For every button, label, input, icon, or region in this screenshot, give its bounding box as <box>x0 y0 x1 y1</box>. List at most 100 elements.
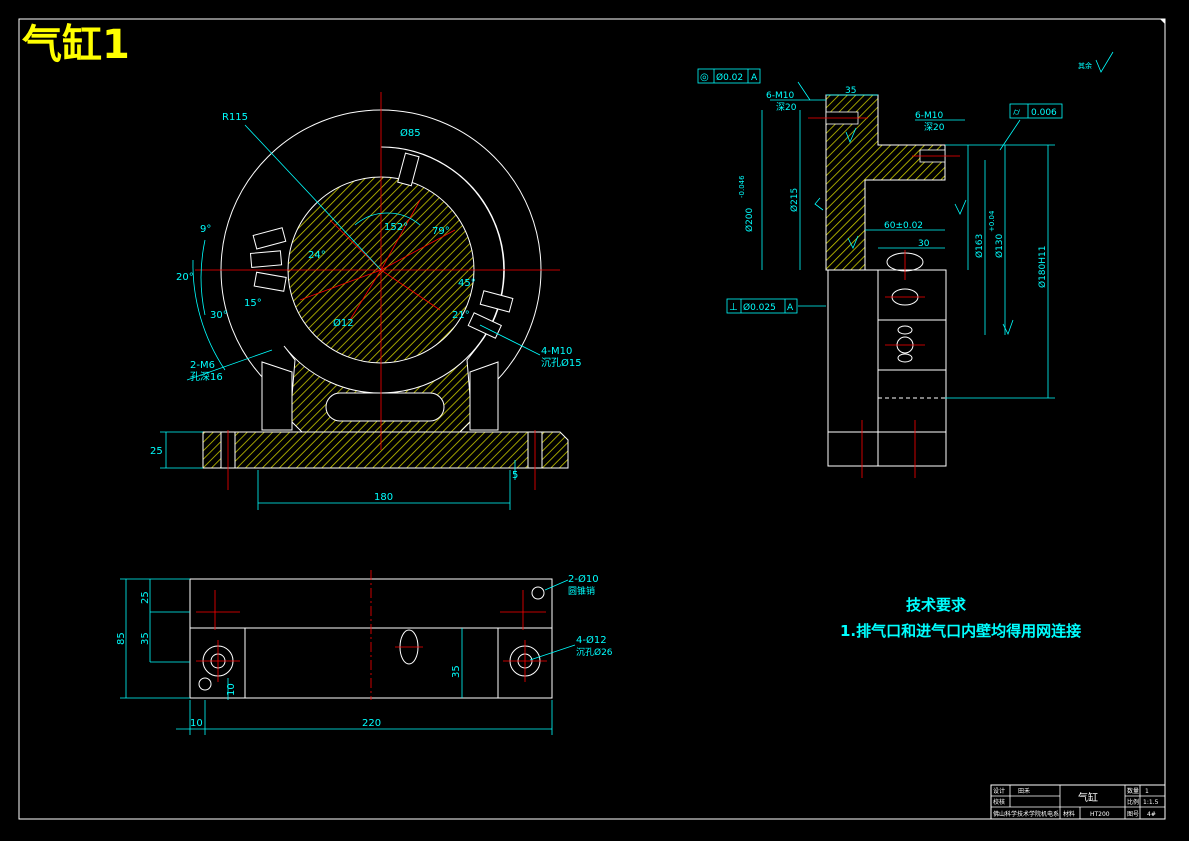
svg-text:35: 35 <box>845 86 856 96</box>
svg-text:220: 220 <box>362 718 381 729</box>
base-slot <box>325 392 445 422</box>
top-dim-text: 25 35 85 35 10 10 220 2-Ø10 圆锥销 4-Ø12 沉孔… <box>116 573 613 729</box>
tol-frame-top-left: ◎ Ø0.02 A <box>697 68 761 84</box>
svg-text:比例: 比例 <box>1127 798 1139 806</box>
svg-text:沉孔Ø26: 沉孔Ø26 <box>576 647 613 658</box>
side-centerlines <box>808 117 960 478</box>
label-m10: 4-M10 <box>541 346 572 357</box>
svg-text:60±0.02: 60±0.02 <box>884 221 923 231</box>
svg-text:0.006: 0.006 <box>1031 108 1057 118</box>
top-centerlines <box>196 570 547 700</box>
svg-text:85: 85 <box>116 632 127 645</box>
tol-frame-top-right: ⌭ 0.006 <box>1009 103 1063 119</box>
side-dim-text: 6-M10 深20 35 6-M10 深20 60±0.02 30 Ø200 -… <box>738 61 1092 288</box>
svg-text:田禾: 田禾 <box>1018 787 1030 795</box>
svg-text:HT200: HT200 <box>1090 811 1110 818</box>
svg-text:10: 10 <box>190 718 203 729</box>
svg-text:+0.04: +0.04 <box>988 210 996 232</box>
svg-text:Ø0.025: Ø0.025 <box>743 302 776 313</box>
notes-line1: 1.排气口和进气口内壁均得用网连接 <box>840 622 1081 640</box>
svg-text:1:1.5: 1:1.5 <box>1143 799 1159 806</box>
svg-text:Ø0.02: Ø0.02 <box>716 72 743 83</box>
svg-text:2-Ø10: 2-Ø10 <box>568 573 599 585</box>
label-a15: 15° <box>244 298 262 309</box>
svg-text:Ø215: Ø215 <box>789 188 800 212</box>
drawing-frame <box>18 18 1166 820</box>
svg-text:35: 35 <box>140 632 151 645</box>
svg-text:10: 10 <box>226 683 237 696</box>
label-a152: 152° <box>384 222 408 233</box>
svg-text:◎: ◎ <box>700 72 709 83</box>
label-m6: 2-M6 <box>190 360 215 371</box>
top-inner <box>244 627 499 699</box>
label-a9: 9° <box>200 224 211 235</box>
svg-text:6-M10: 6-M10 <box>766 91 794 101</box>
label-h25: 25 <box>150 446 163 457</box>
svg-text:35: 35 <box>451 665 462 678</box>
top-pin-right <box>531 586 545 600</box>
left-cutout <box>261 361 293 431</box>
label-w5: 5 <box>512 470 518 481</box>
side-hole-mid3 <box>897 353 913 363</box>
svg-text:-0.046: -0.046 <box>738 175 746 198</box>
label-a20: 20° <box>176 272 194 283</box>
svg-text:25: 25 <box>140 591 151 604</box>
tol-frame-mid: ⊥ Ø0.025 A <box>726 298 798 314</box>
svg-text:Ø163: Ø163 <box>974 234 985 258</box>
base-plate <box>202 431 569 469</box>
svg-text:校核: 校核 <box>993 798 1005 806</box>
svg-text:Ø130: Ø130 <box>994 233 1005 258</box>
front-dim-text: R115 Ø85 152° 79° 24° 9° 20° 30° 15° 21°… <box>150 112 582 503</box>
side-hole-mid1 <box>897 325 913 335</box>
svg-text:A: A <box>751 73 758 83</box>
roughness-note: 其余 <box>1078 61 1092 70</box>
svg-text:4-Ø12: 4-Ø12 <box>576 634 607 646</box>
title-block: 设计 田禾 校核 佛山科学技术学院机电系 材料 HT200 数量 1 比例 1:… <box>990 784 1166 820</box>
svg-text:A: A <box>787 303 794 313</box>
label-a79: 79° <box>432 226 450 237</box>
top-dimensions <box>120 578 576 735</box>
label-r115: R115 <box>222 112 248 123</box>
label-d85: Ø85 <box>400 127 421 139</box>
svg-text:深20: 深20 <box>924 122 945 133</box>
front-view: R115 Ø85 152° 79° 24° 9° 20° 30° 15° 21°… <box>150 92 582 510</box>
svg-text:圆锥销: 圆锥销 <box>568 585 595 597</box>
roughness-symbols <box>814 51 1114 336</box>
label-a45: 45° <box>458 278 476 289</box>
svg-text:4#: 4# <box>1147 811 1156 818</box>
svg-text:Ø180H11: Ø180H11 <box>1037 246 1048 288</box>
svg-text:⌭: ⌭ <box>1013 107 1021 118</box>
notes-heading: 技术要求 <box>906 596 967 614</box>
svg-text:图号: 图号 <box>1127 811 1139 818</box>
front-centerlines <box>195 92 560 490</box>
label-w180: 180 <box>374 492 393 503</box>
technical-notes: 技术要求 1.排气口和进气口内壁均得用网连接 <box>840 596 1081 640</box>
label-m6-depth: 孔深16 <box>190 371 223 383</box>
svg-text:⊥: ⊥ <box>729 302 738 313</box>
orientation-mark <box>1160 19 1165 24</box>
svg-text:Ø200: Ø200 <box>744 207 755 232</box>
svg-text:设计: 设计 <box>993 787 1005 795</box>
title-block-part-name: 气缸 <box>1078 791 1098 804</box>
right-cutout <box>469 361 499 431</box>
label-d12: Ø12 <box>333 317 354 329</box>
svg-text:材料: 材料 <box>1063 810 1075 818</box>
label-a24: 24° <box>308 250 326 261</box>
drawing-title: 气缸1 <box>22 22 130 68</box>
svg-text:数量: 数量 <box>1127 787 1139 795</box>
front-dimensions <box>160 124 541 510</box>
side-dimensions <box>761 81 1055 399</box>
svg-text:6-M10: 6-M10 <box>915 111 943 121</box>
side-view: ◎ Ø0.02 A ⌭ 0.006 ⊥ Ø0.025 A 6-M10 深20 3… <box>697 51 1114 478</box>
svg-text:1: 1 <box>1145 788 1149 795</box>
svg-text:深20: 深20 <box>776 102 797 113</box>
svg-text:佛山科学技术学院机电系: 佛山科学技术学院机电系 <box>993 810 1059 818</box>
svg-text:30: 30 <box>918 239 930 249</box>
label-a21: 21° <box>452 310 470 321</box>
label-a30: 30° <box>210 310 228 321</box>
side-body <box>827 269 947 467</box>
top-view: 25 35 85 35 10 10 220 2-Ø10 圆锥销 4-Ø12 沉孔… <box>116 570 613 735</box>
label-m10-depth: 沉孔Ø15 <box>541 356 582 369</box>
top-pin-left <box>198 677 212 691</box>
